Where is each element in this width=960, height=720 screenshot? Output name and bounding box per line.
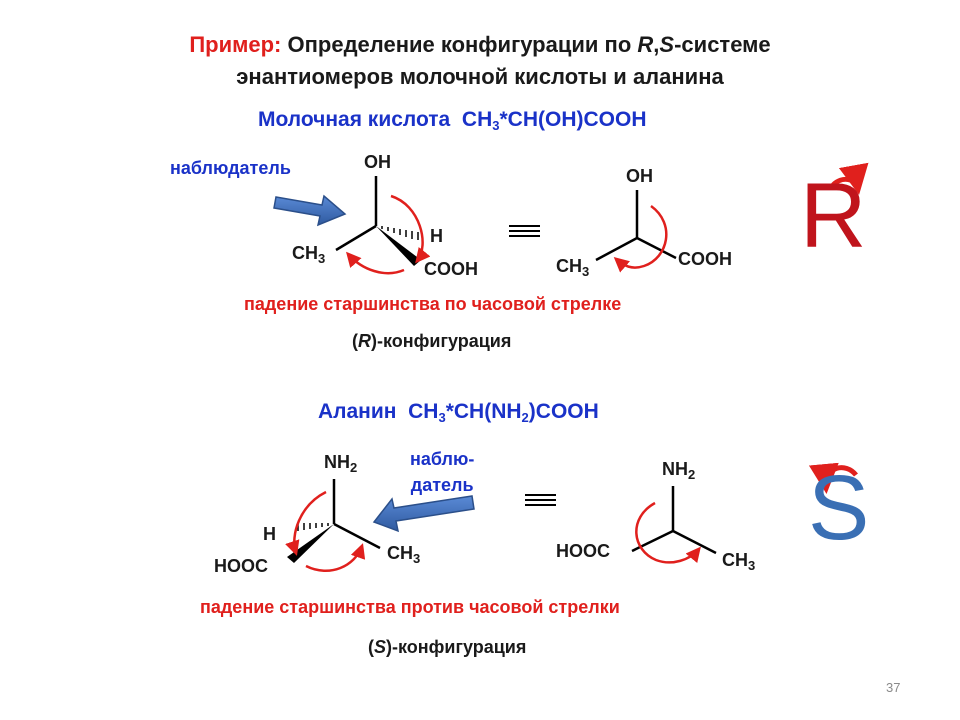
lactic-equivalence-sign — [509, 225, 540, 237]
alanine-rule: падение старшинства против часовой стрел… — [200, 597, 620, 617]
title-r-letter: R — [637, 32, 654, 57]
lactic-right-structure — [595, 190, 677, 273]
title-prefix: Пример: — [189, 32, 282, 57]
alanine-observer-line1: наблю- — [410, 449, 475, 469]
lactic-right-rotation-arrow — [613, 204, 668, 273]
lactic-left-structure — [335, 176, 431, 275]
lactic-right-ch3: CH3 — [556, 256, 590, 279]
lactic-right-oh: OH — [626, 166, 653, 186]
big-r-letter: R — [800, 165, 867, 267]
title-comma: , — [653, 32, 660, 57]
lactic-left-rotation-arrow-a — [390, 194, 431, 264]
page-number: 37 — [886, 680, 901, 695]
alanine-left-nh2: NH2 — [324, 452, 358, 475]
title-line1-end: -системе — [674, 32, 771, 57]
alanine-right-structure — [631, 486, 717, 564]
lactic-formula-a: CH — [461, 108, 493, 131]
alanine-left-rotation-arrow-b — [305, 543, 366, 572]
alanine-right-nh2: NH2 — [662, 459, 696, 482]
big-r-rotation-arrow — [831, 162, 869, 195]
alanine-h-hash — [297, 523, 329, 531]
title-s-letter: S — [659, 32, 675, 57]
lactic-observer-arrow — [273, 194, 347, 227]
lactic-left-rotation-arrow-b — [346, 251, 405, 275]
lactic-heading: Молочная кислота CH3*CH(OH)COOH — [258, 108, 647, 132]
alanine-observer-arrow — [372, 495, 475, 533]
alanine-left-h: H — [263, 524, 276, 544]
slide-title-line1: Пример: Определение конфигурации по R,S-… — [0, 30, 960, 60]
alanine-left-hooc: HOOC — [214, 556, 268, 576]
big-s-letter: S — [808, 457, 870, 559]
alanine-right-ch3: CH3 — [722, 550, 756, 573]
bond-h-hash — [381, 226, 419, 240]
alanine-heading: Аланин CH3*CH(NH2)COOH — [318, 400, 599, 425]
title-line1-main: Определение конфигурации по — [287, 32, 632, 57]
lactic-left-oh: OH — [364, 152, 391, 172]
alanine-observer-label: наблю- датель — [410, 446, 474, 498]
lactic-rule: падение старшинства по часовой стрелке — [244, 294, 622, 314]
slide-title-line2: энантиомеров молочной кислоты и аланина — [236, 64, 724, 89]
alanine-name: Аланин — [318, 400, 397, 423]
bond-ch3 — [335, 224, 377, 252]
alanine-left-structure — [285, 479, 381, 572]
lactic-formula-b: *CH(OH)COOH — [499, 108, 647, 131]
lactic-observer-label: наблюдатель — [170, 158, 291, 178]
lactic-formula-sub: 3 — [492, 118, 500, 133]
lactic-right-cooh: COOH — [678, 249, 732, 269]
alanine-observer-line2: датель — [410, 475, 474, 495]
alanine-left-rotation-arrow-a — [285, 490, 327, 556]
alanine-right-hooc: HOOC — [556, 541, 610, 561]
lactic-config: (R)-конфигурация — [352, 331, 512, 351]
alanine-equivalence-sign — [525, 494, 556, 506]
alanine-config: (S)-конфигурация — [368, 637, 527, 657]
lactic-name: Молочная кислота — [258, 108, 451, 131]
lactic-left-h: H — [430, 226, 443, 246]
lactic-left-cooh: COOH — [424, 259, 478, 279]
alanine-right-rotation-arrow — [635, 501, 701, 564]
lactic-left-ch3: CH3 — [292, 243, 326, 266]
big-s-rotation-arrow — [808, 462, 858, 494]
bond-cooh-wedge — [376, 226, 421, 266]
alanine-left-ch3: CH3 — [387, 543, 421, 566]
